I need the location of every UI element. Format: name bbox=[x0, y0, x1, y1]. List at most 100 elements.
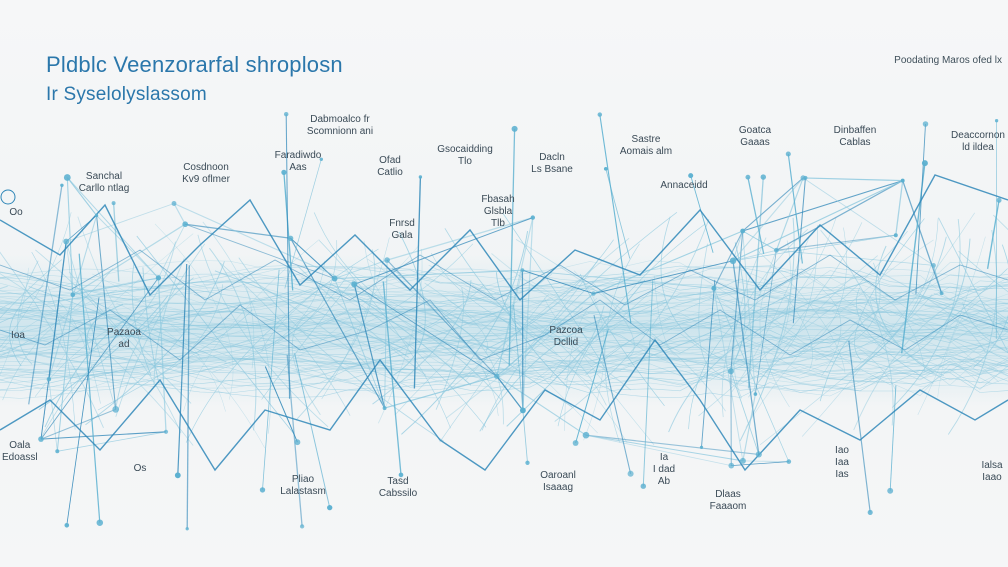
fine-strand bbox=[0, 268, 114, 357]
spike-edge bbox=[593, 314, 632, 474]
network-node bbox=[603, 166, 608, 171]
network-node bbox=[525, 460, 530, 465]
mesh-edge bbox=[732, 234, 896, 262]
fine-strand bbox=[318, 240, 451, 429]
horizontal-strand bbox=[0, 368, 1008, 398]
network-node bbox=[627, 470, 634, 477]
fine-strand bbox=[297, 265, 427, 376]
fine-strand bbox=[573, 270, 605, 441]
network-node bbox=[70, 292, 76, 298]
network-node bbox=[739, 457, 746, 464]
fine-strand bbox=[485, 239, 614, 350]
mesh-edge bbox=[66, 177, 74, 295]
mesh-edge bbox=[65, 241, 117, 410]
fine-strand bbox=[840, 218, 939, 381]
annotation-line: Pliao bbox=[291, 474, 315, 485]
network-node bbox=[711, 285, 717, 291]
mesh-edge bbox=[354, 217, 533, 285]
mesh-edge bbox=[173, 203, 186, 225]
network-node bbox=[728, 462, 735, 469]
network-node bbox=[994, 119, 999, 123]
fine-strand bbox=[136, 235, 295, 434]
annotation-line: Sanchal bbox=[85, 171, 123, 182]
network-node bbox=[111, 201, 116, 206]
fine-strand bbox=[197, 234, 329, 428]
fine-strand bbox=[933, 293, 1008, 324]
fine-strand bbox=[97, 309, 253, 411]
fine-strand bbox=[891, 219, 961, 408]
fine-strand bbox=[698, 222, 863, 417]
mesh-edge bbox=[755, 250, 777, 395]
annotation-line: Cosdnoon bbox=[183, 162, 229, 173]
annotation-label: Annaceidd bbox=[660, 180, 707, 192]
mesh-edge bbox=[290, 238, 386, 409]
network-node bbox=[182, 221, 189, 228]
mesh-edge bbox=[334, 259, 388, 280]
mesh-edge bbox=[72, 277, 159, 296]
network-node bbox=[931, 263, 936, 268]
horizontal-strand bbox=[0, 308, 1008, 343]
fine-strand bbox=[71, 241, 176, 360]
annotation-line: Ialsa bbox=[981, 460, 1003, 471]
horizontal-strand bbox=[0, 351, 1008, 366]
annotation-line: Fbasah bbox=[481, 194, 515, 205]
mesh-edge bbox=[713, 288, 744, 461]
network-node bbox=[174, 472, 181, 479]
spike-edge bbox=[747, 177, 764, 389]
network-node bbox=[351, 281, 358, 288]
horizontal-strand bbox=[0, 328, 1008, 360]
mesh-edge bbox=[742, 230, 777, 251]
network-node bbox=[582, 431, 590, 439]
network-node bbox=[520, 268, 525, 273]
annotation-line: Scomnionn ani bbox=[306, 126, 374, 137]
spike-edge bbox=[186, 265, 190, 529]
horizontal-strand bbox=[0, 276, 1008, 308]
mesh-edge bbox=[895, 180, 904, 236]
fine-strand bbox=[819, 297, 903, 402]
network-node bbox=[171, 201, 177, 206]
fine-strand bbox=[710, 217, 837, 362]
fine-strand bbox=[0, 273, 194, 446]
horizontal-strand bbox=[0, 353, 1008, 375]
annotation-line: Pazaoa bbox=[107, 327, 141, 338]
spike-edge bbox=[848, 340, 871, 513]
fine-strand bbox=[748, 255, 878, 398]
network-node bbox=[922, 121, 929, 127]
fine-strand bbox=[766, 225, 818, 372]
horizontal-strand bbox=[0, 360, 1008, 384]
header-note: Poodating Maros ofed lx bbox=[894, 55, 1002, 66]
fine-strand bbox=[321, 237, 390, 400]
annotation-line: Iaao bbox=[982, 472, 1002, 483]
main-zigzag-path bbox=[0, 249, 1008, 306]
horizontal-strand bbox=[0, 365, 1008, 392]
horizontal-strand bbox=[0, 287, 1008, 314]
node-layer bbox=[0, 111, 1002, 531]
fine-strand bbox=[92, 273, 226, 412]
network-node bbox=[398, 472, 404, 478]
annotation-line: Ofad bbox=[379, 155, 401, 166]
mesh-edge bbox=[354, 283, 498, 377]
spike-edge-layer bbox=[28, 114, 1000, 529]
network-node bbox=[382, 406, 387, 411]
mesh-edge bbox=[48, 215, 98, 380]
horizontal-strand bbox=[0, 338, 1008, 359]
fine-strand bbox=[209, 247, 257, 431]
fine-strand bbox=[855, 287, 934, 384]
spike-edge bbox=[915, 123, 926, 295]
mesh-edge bbox=[776, 234, 896, 251]
network-node bbox=[283, 111, 289, 117]
annotation-line: Oala bbox=[9, 440, 31, 451]
spike-edge bbox=[747, 177, 765, 255]
annotation-label: Oo bbox=[9, 207, 22, 219]
horizontal-strand bbox=[0, 357, 1008, 377]
network-node bbox=[893, 233, 898, 238]
network-node bbox=[786, 459, 792, 464]
fine-strand bbox=[733, 237, 767, 399]
mesh-edge bbox=[742, 177, 804, 232]
main-zigzag-path bbox=[0, 338, 1008, 472]
spike-edge bbox=[66, 297, 100, 526]
